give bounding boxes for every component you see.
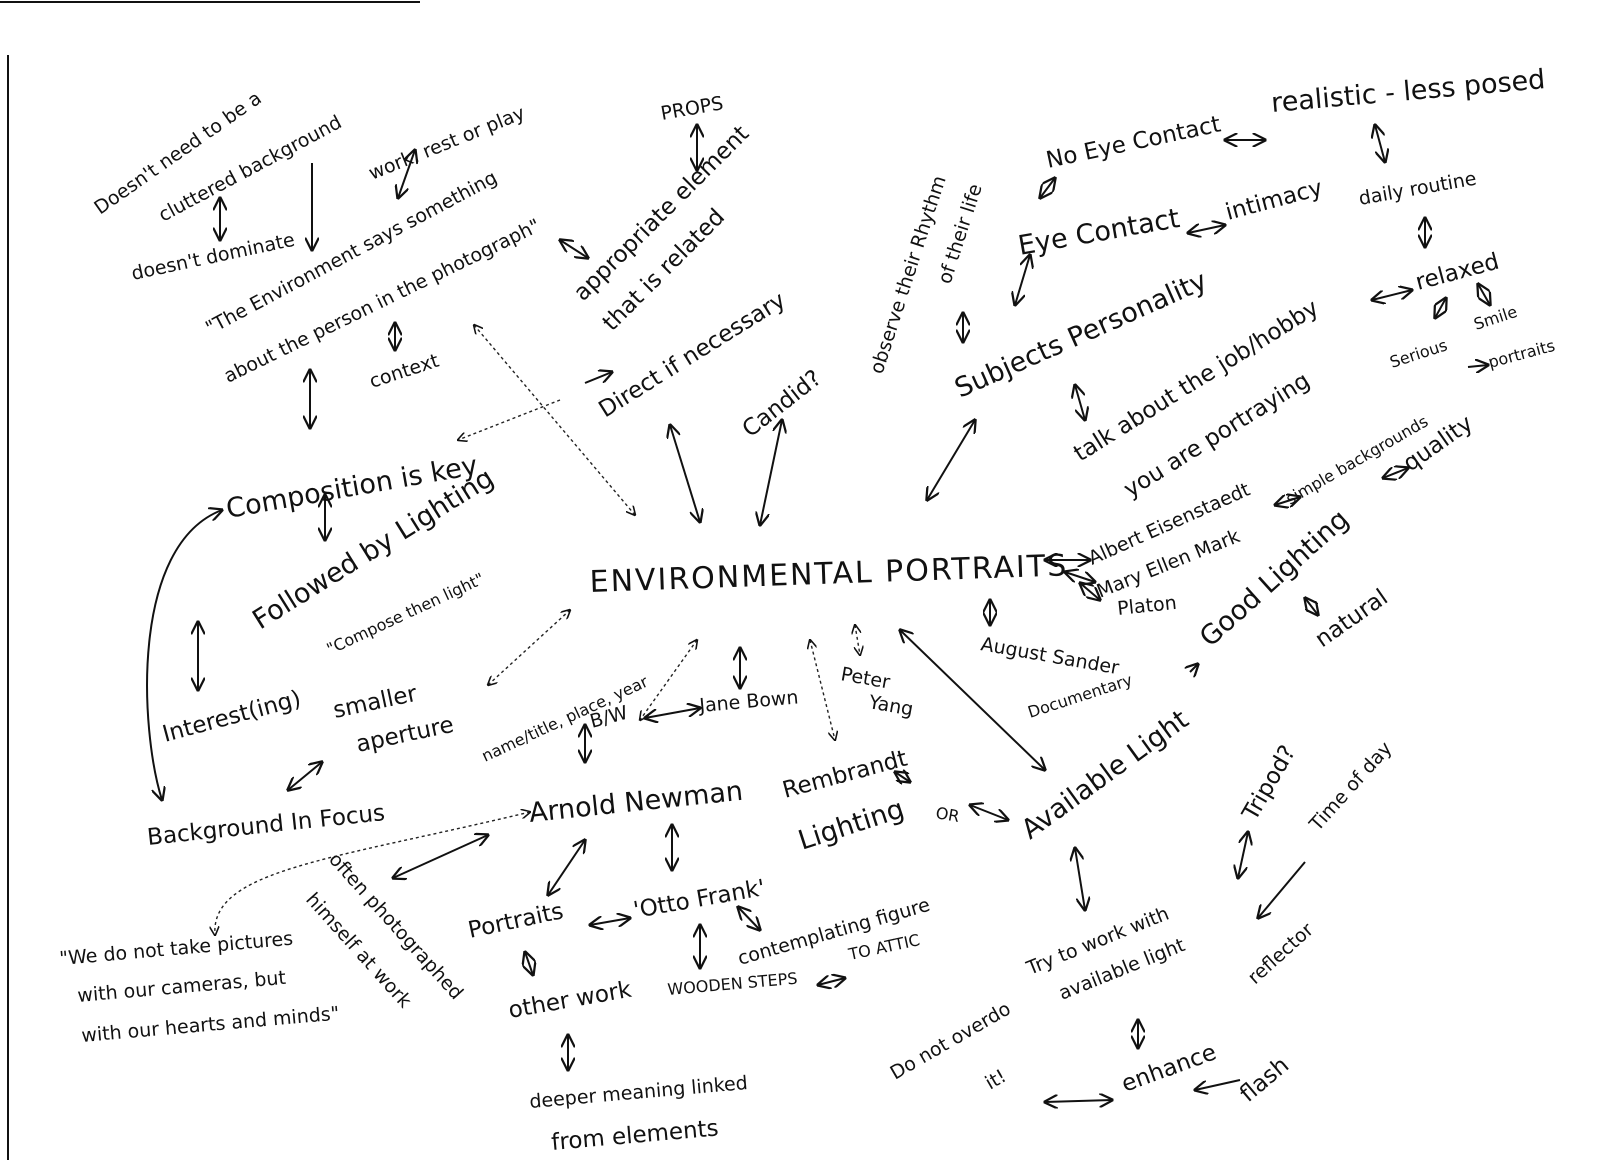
connector xyxy=(855,625,860,655)
node-group: ENVIRONMENTAL PORTRAITS Doesn't need to … xyxy=(59,64,1557,1156)
connector xyxy=(1383,468,1408,478)
connector xyxy=(1188,225,1225,233)
node-daily-routine: daily routine xyxy=(1357,168,1478,210)
node-documentary: Documentary xyxy=(1025,670,1134,722)
node-background-focus: Background In Focus xyxy=(146,800,386,851)
node-quote-line2: with our cameras, but xyxy=(77,967,287,1007)
connector xyxy=(818,978,845,985)
node-quote-line3: with our hearts and minds" xyxy=(81,1003,341,1047)
node-intimacy: intimacy xyxy=(1223,175,1325,226)
node-smaller-aperture-line2: aperture xyxy=(354,712,456,758)
node-realistic: realistic - less posed xyxy=(1270,64,1547,119)
node-rembrandt-line2: Lighting xyxy=(795,793,908,856)
node-serious: Serious xyxy=(1387,335,1449,371)
connector xyxy=(393,835,488,878)
node-available-light: Available Light xyxy=(1016,704,1195,846)
node-often-photo-line2: himself at work xyxy=(301,889,415,1013)
node-eye-contact: Eye Contact xyxy=(1016,203,1182,262)
node-clutter-bg: cluttered background xyxy=(155,111,345,226)
node-smile: Smile xyxy=(1471,302,1519,334)
node-tripod: Tripod? xyxy=(1237,741,1301,826)
connector xyxy=(560,240,588,258)
node-interesting: Interest(ing) xyxy=(160,686,304,748)
connector-group xyxy=(146,125,1490,1102)
connector xyxy=(1045,1100,1112,1102)
connector xyxy=(810,640,835,740)
node-natural: natural xyxy=(1311,584,1393,652)
node-deeper-line1: deeper meaning linked xyxy=(529,1072,749,1113)
node-or: OR xyxy=(934,803,961,826)
connector xyxy=(640,640,697,720)
node-wooden-steps: WOODEN STEPS xyxy=(667,969,799,999)
connector xyxy=(970,805,1008,820)
connector xyxy=(590,918,630,925)
node-platon: Platon xyxy=(1116,592,1177,620)
connector xyxy=(1190,664,1198,672)
node-portraits: Portraits xyxy=(466,898,566,944)
connector xyxy=(1372,290,1412,300)
node-context: context xyxy=(367,350,442,393)
node-enhance: enhance xyxy=(1118,1039,1220,1097)
node-portraits-small: portraits xyxy=(1486,336,1557,372)
node-peter-yang-line2: Yang xyxy=(866,691,915,721)
connector xyxy=(927,420,975,500)
connector xyxy=(288,762,322,790)
connector xyxy=(1375,125,1385,162)
connector xyxy=(1080,583,1100,600)
node-flash: flash xyxy=(1235,1052,1294,1107)
node-relaxed: relaxed xyxy=(1413,249,1502,296)
connector xyxy=(1195,1079,1241,1090)
node-other-work: other work xyxy=(507,977,635,1024)
connector xyxy=(1258,861,1306,918)
connector xyxy=(488,610,570,685)
node-time-of-day: Time of day xyxy=(1305,738,1397,837)
connector xyxy=(1238,832,1248,878)
node-contemplating: contemplating figure xyxy=(735,894,932,970)
connector xyxy=(1075,385,1085,420)
connector xyxy=(548,840,585,895)
connector xyxy=(1015,255,1030,305)
node-props: PROPS xyxy=(659,92,725,125)
connector xyxy=(1040,178,1055,198)
node-deeper-line2: from elements xyxy=(550,1115,719,1156)
connector xyxy=(1065,572,1095,582)
connector xyxy=(895,772,910,782)
node-jane-bown: Jane Bown xyxy=(698,686,800,717)
connector xyxy=(398,150,415,198)
node-smaller-aperture-line1: smaller xyxy=(331,681,420,724)
central-node: ENVIRONMENTAL PORTRAITS xyxy=(589,548,1069,600)
connector xyxy=(1478,284,1490,305)
connector xyxy=(738,907,760,930)
node-do-not-overdo-line2: it! xyxy=(982,1065,1011,1094)
connector xyxy=(525,952,533,975)
node-august-sander: August Sander xyxy=(979,633,1121,679)
node-work-rest-play: work, rest or play xyxy=(366,102,528,185)
connector xyxy=(584,372,612,384)
connector xyxy=(146,510,222,800)
node-quote-line1: "We do not take pictures xyxy=(59,928,294,970)
node-peter-yang-line1: Peter xyxy=(839,663,892,693)
node-reflector: reflector xyxy=(1244,919,1318,989)
connector xyxy=(1075,848,1085,910)
node-arnold: Arnold Newman xyxy=(527,776,744,829)
connector xyxy=(1305,598,1318,615)
connector xyxy=(1435,298,1446,318)
connector xyxy=(760,420,782,525)
connector xyxy=(645,708,700,718)
connector xyxy=(1467,365,1488,367)
connector xyxy=(1275,497,1300,505)
node-doesnt-dominate: doesn't dominate xyxy=(129,229,296,285)
connector xyxy=(458,399,561,440)
node-candid: Candid? xyxy=(738,365,827,442)
connector xyxy=(900,630,1045,770)
node-talk-line2: you are portraying xyxy=(1119,368,1314,503)
connector xyxy=(670,425,700,522)
node-no-eye-contact: No Eye Contact xyxy=(1044,111,1223,173)
connector xyxy=(215,812,530,935)
